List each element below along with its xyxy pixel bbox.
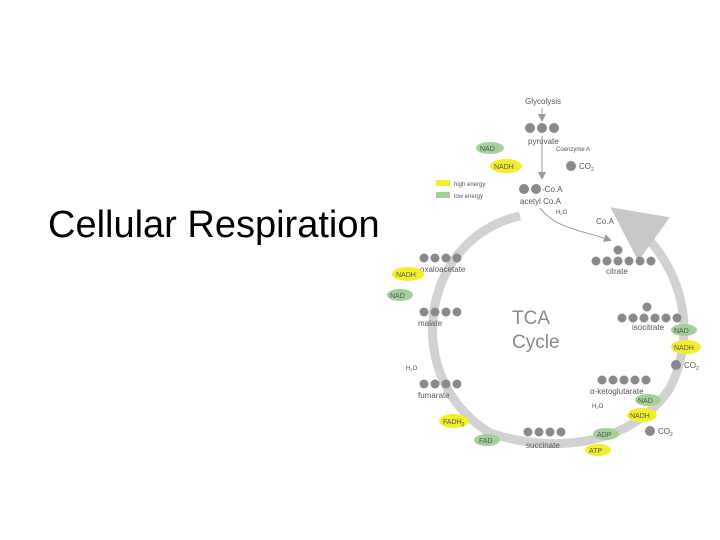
glycolysis-label: Glycolysis [525, 97, 561, 106]
fad-label: FAD [479, 438, 493, 445]
co2-label-3: CO2 [658, 427, 673, 438]
succinate-label: succinate [526, 441, 560, 450]
cycle-label: Cycle [512, 332, 560, 353]
adp-label: ADP [597, 432, 612, 439]
nadh-label-2: NADH [674, 345, 694, 352]
fadh2-badge [439, 414, 469, 428]
fumarate-label: fumarate [418, 391, 450, 400]
nadh-label-3: NADH [630, 413, 650, 420]
alpha-ketoglutarate-label: α-ketoglutarate [590, 387, 644, 396]
nad-label-3: NAD [638, 398, 653, 405]
legend-high-swatch [436, 180, 450, 186]
legend-low-label: low energy [454, 194, 483, 200]
fumarate-carbons [419, 379, 462, 389]
isocitrate-label: isocitrate [632, 323, 665, 332]
isocitrate-carbons [617, 302, 682, 323]
tca-label: TCA [512, 308, 550, 329]
co2-carbon-2 [671, 360, 681, 370]
pyruvate-carbons [525, 123, 559, 133]
nadh-badge-2 [671, 340, 701, 354]
pyruvate-label: pyruvate [528, 137, 559, 146]
nad-label-4: NAD [390, 293, 405, 300]
coa-tag-label: -Co.A [542, 185, 563, 194]
nad-label-2: NAD [674, 328, 689, 335]
slide-title: Cellular Respiration [48, 204, 380, 246]
h2o-label-1: H2O [556, 210, 568, 216]
co2-label-1: CO2 [579, 162, 594, 173]
fadh2-label: FADH2 [443, 419, 465, 428]
h2o-label-2: H2O [592, 404, 604, 410]
coenzyme-a-label: Coenzyme A [556, 147, 590, 153]
oxaloacetate-label: oxaloacetate [420, 265, 466, 274]
fad-badge [474, 434, 500, 446]
coa-label: Co.A [596, 217, 614, 226]
nad-badge-3 [635, 394, 661, 406]
oxaloacetate-carbons [419, 253, 462, 263]
nad-label-1: NAD [480, 146, 495, 153]
citrate-arrow [539, 207, 612, 242]
co2-carbon-3 [645, 426, 655, 436]
nadh-label-4: NADH [396, 272, 416, 279]
atp-badge [585, 444, 611, 456]
succinate-carbons [523, 427, 566, 437]
tca-cycle-diagram: TCA Cycle Glycolysis pyruvate NAD Coenzy… [387, 97, 701, 456]
legend-low-swatch [436, 192, 450, 198]
co2-carbon-1 [566, 161, 576, 171]
nad-badge-4 [387, 289, 413, 301]
alpha-ketoglutarate-carbons [597, 375, 651, 385]
co2-label-2: CO2 [684, 361, 699, 372]
atp-label: ATP [589, 448, 602, 455]
nad-badge-2 [671, 324, 697, 336]
legend-high-label: high energy [454, 182, 485, 188]
nadh-badge-3 [627, 408, 657, 422]
cycle-arrow [428, 207, 689, 449]
acetyl-coa-label: acetyl Co.A [520, 197, 562, 206]
citrate-carbons [591, 245, 656, 266]
acetyl-coa-carbons [519, 184, 541, 194]
nad-badge-1 [476, 142, 504, 154]
nadh-badge-1 [490, 159, 522, 173]
h2o-label-3: H2O [406, 366, 418, 372]
malate-label: malate [418, 319, 443, 328]
citrate-label: citrate [606, 267, 628, 276]
nadh-label-1: NADH [494, 164, 514, 171]
adp-badge [593, 428, 619, 440]
nadh-badge-4 [392, 267, 424, 281]
malate-carbons [419, 307, 462, 317]
